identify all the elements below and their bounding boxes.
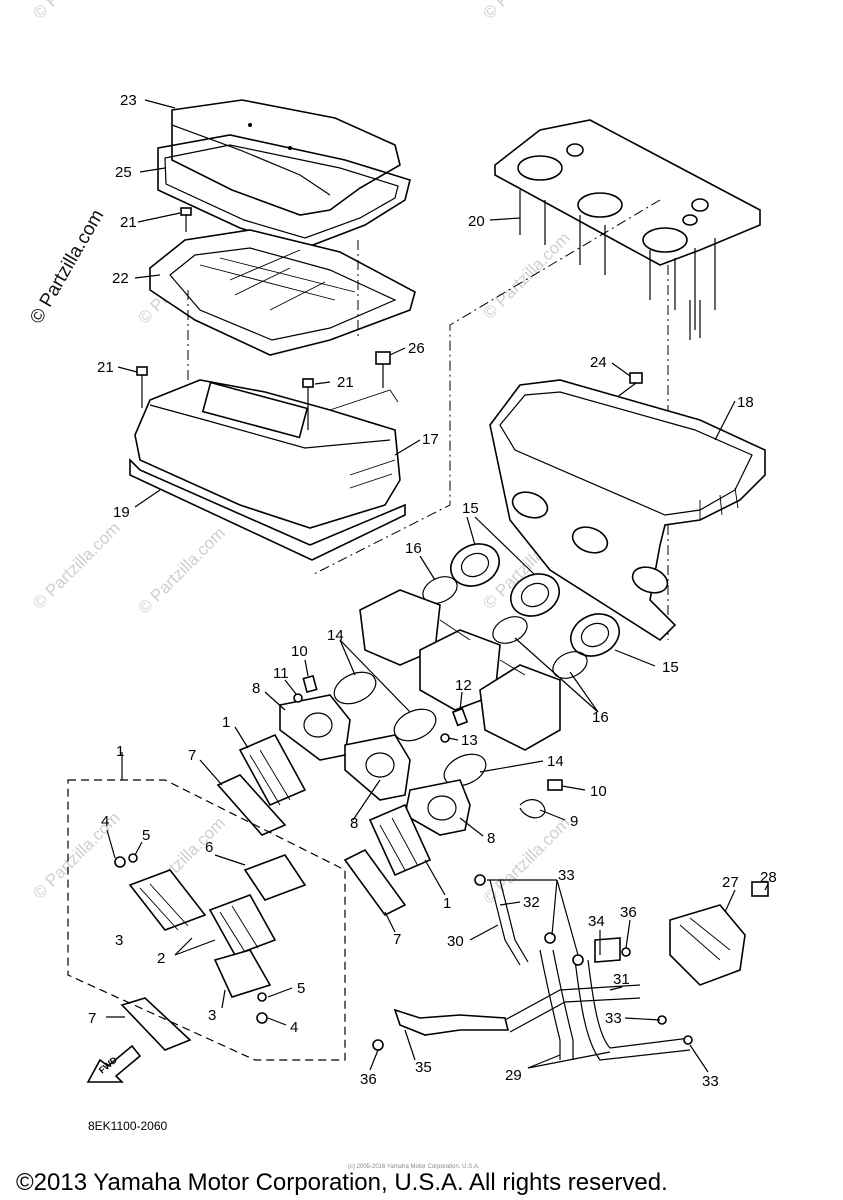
airbox-main: [489, 379, 766, 642]
callout-15: 15: [462, 500, 479, 517]
air-intake-housing: [494, 119, 761, 340]
callout-21: 21: [120, 214, 137, 231]
callout-5: 5: [142, 827, 150, 844]
airbox-base: [129, 379, 406, 561]
watermark-faded: © Partzilla.com: [479, 228, 573, 322]
callout-26: 26: [408, 340, 425, 357]
callout-2: 2: [157, 950, 165, 967]
filter-frame: [149, 229, 416, 440]
callout-33: 33: [605, 1010, 622, 1027]
callout-12: 12: [455, 677, 472, 694]
reed-valves: [238, 733, 432, 877]
footer-copyright: ©2013 Yamaha Motor Corporation, U.S.A. A…: [16, 1169, 668, 1196]
callout-29: 29: [505, 1067, 522, 1084]
callout-14: 14: [547, 753, 564, 770]
callout-10: 10: [291, 643, 308, 660]
callout-25: 25: [115, 164, 132, 181]
screw-21-right: [302, 378, 314, 430]
callout-31: 31: [613, 971, 630, 988]
callout-21: 21: [337, 374, 354, 391]
callout-1: 1: [443, 895, 451, 912]
callout-18: 18: [737, 394, 754, 411]
callout-13: 13: [461, 732, 478, 749]
watermark-faded: © Partzilla.com: [29, 808, 123, 902]
callout-7: 7: [88, 1010, 96, 1027]
callout-30: 30: [447, 933, 464, 950]
callout-4: 4: [290, 1019, 298, 1036]
callout-33: 33: [558, 867, 575, 884]
tiny-copyright: (c) 2005-2016 Yamaha Motor Corporation, …: [348, 1164, 480, 1170]
clamps-14: [333, 671, 487, 787]
callout-8: 8: [487, 830, 495, 847]
callout-23: 23: [120, 92, 137, 109]
watermark-faded: © Partzilla.com: [479, 0, 573, 23]
callout-34: 34: [588, 913, 605, 930]
callout-3: 3: [115, 932, 123, 949]
callout-4: 4: [101, 813, 109, 830]
callout-8: 8: [252, 680, 260, 697]
callout-8: 8: [350, 815, 358, 832]
callout-7: 7: [393, 931, 401, 948]
lid-seal: [157, 134, 411, 249]
callout-labels: 23 25 21 22 21 26 21 17 19 20 24 18 16 1…: [88, 92, 777, 1090]
callout-16: 16: [405, 540, 422, 557]
carb-joints: [450, 543, 620, 657]
callout-17: 17: [422, 431, 439, 448]
callout-27: 27: [722, 874, 739, 891]
callout-24: 24: [590, 354, 607, 371]
gaskets-7: [120, 774, 407, 1051]
callout-1: 1: [116, 743, 124, 760]
callout-32: 32: [523, 894, 540, 911]
watermark-main: © Partzilla.com: [26, 206, 108, 327]
callout-33: 33: [702, 1073, 719, 1090]
leader-lines: [106, 99, 769, 1073]
callout-36: 36: [620, 904, 637, 921]
callout-36: 36: [360, 1071, 377, 1088]
callout-3: 3: [208, 1007, 216, 1024]
callout-15: 15: [662, 659, 679, 676]
reed-assembly: [114, 853, 307, 1024]
screw-21: [180, 207, 192, 232]
callout-21: 21: [97, 359, 114, 376]
watermark-faded: © Partzilla.com: [29, 0, 123, 23]
diagram-code: 8EK1100-2060: [88, 1119, 168, 1133]
fuel-system: [372, 874, 769, 1061]
callout-16: 16: [592, 709, 609, 726]
callout-1: 1: [222, 714, 230, 731]
callout-20: 20: [468, 213, 485, 230]
intake-manifolds: [279, 694, 471, 836]
fwd-arrow-icon: FWD: [86, 1044, 142, 1083]
callout-14: 14: [327, 627, 344, 644]
airbox-lid: [171, 99, 401, 216]
screw-21-left: [136, 366, 148, 408]
callout-10: 10: [590, 783, 607, 800]
callout-22: 22: [112, 270, 129, 287]
watermark-faded: © Partzilla.com: [29, 518, 123, 612]
callout-11: 11: [273, 665, 289, 682]
callout-6: 6: [205, 839, 213, 856]
callout-19: 19: [113, 504, 130, 521]
watermark-faded: © Partzilla.com: [134, 523, 228, 617]
callout-7: 7: [188, 747, 196, 764]
bolt-26: [375, 351, 391, 388]
carburetors: [359, 589, 561, 751]
callout-28: 28: [760, 869, 777, 886]
callout-5: 5: [297, 980, 305, 997]
callout-35: 35: [415, 1059, 432, 1076]
callout-9: 9: [570, 813, 578, 830]
